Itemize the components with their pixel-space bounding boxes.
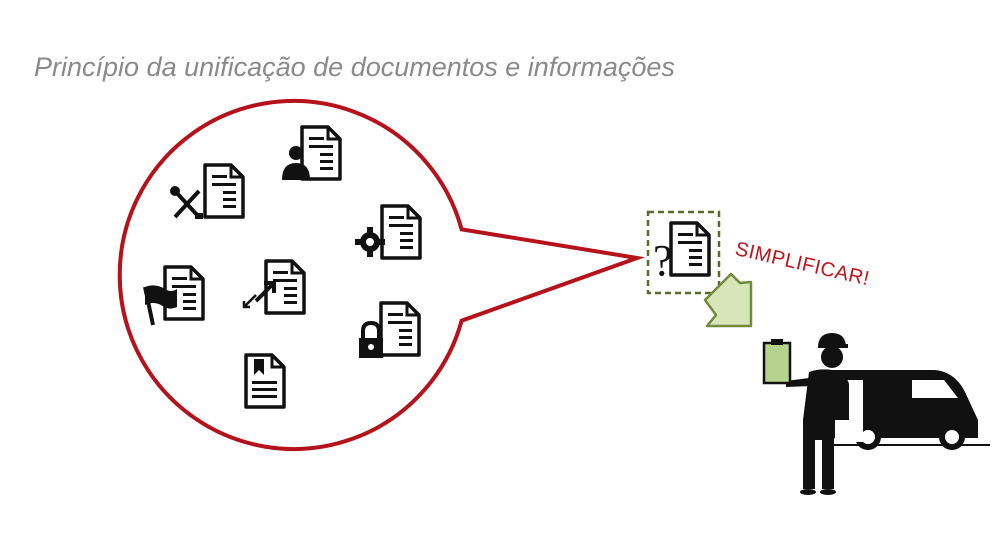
document-bookmark-icon	[244, 353, 286, 409]
courier-icon	[762, 333, 863, 495]
document-person-icon	[282, 125, 342, 181]
page-title: Princípio da unificação de documentos e …	[34, 52, 675, 82]
document-gear-icon	[355, 204, 422, 260]
document-question-icon: ?	[653, 221, 711, 285]
document-lock-icon	[359, 301, 421, 358]
selection-frame	[646, 210, 721, 295]
arrow-down-right-icon	[703, 272, 753, 328]
delivery-van-icon	[828, 370, 990, 450]
document-share-icon	[242, 259, 306, 315]
document-flag-icon	[143, 265, 205, 326]
document-tools-icon	[170, 163, 245, 219]
svg-text:?: ?	[653, 236, 673, 285]
